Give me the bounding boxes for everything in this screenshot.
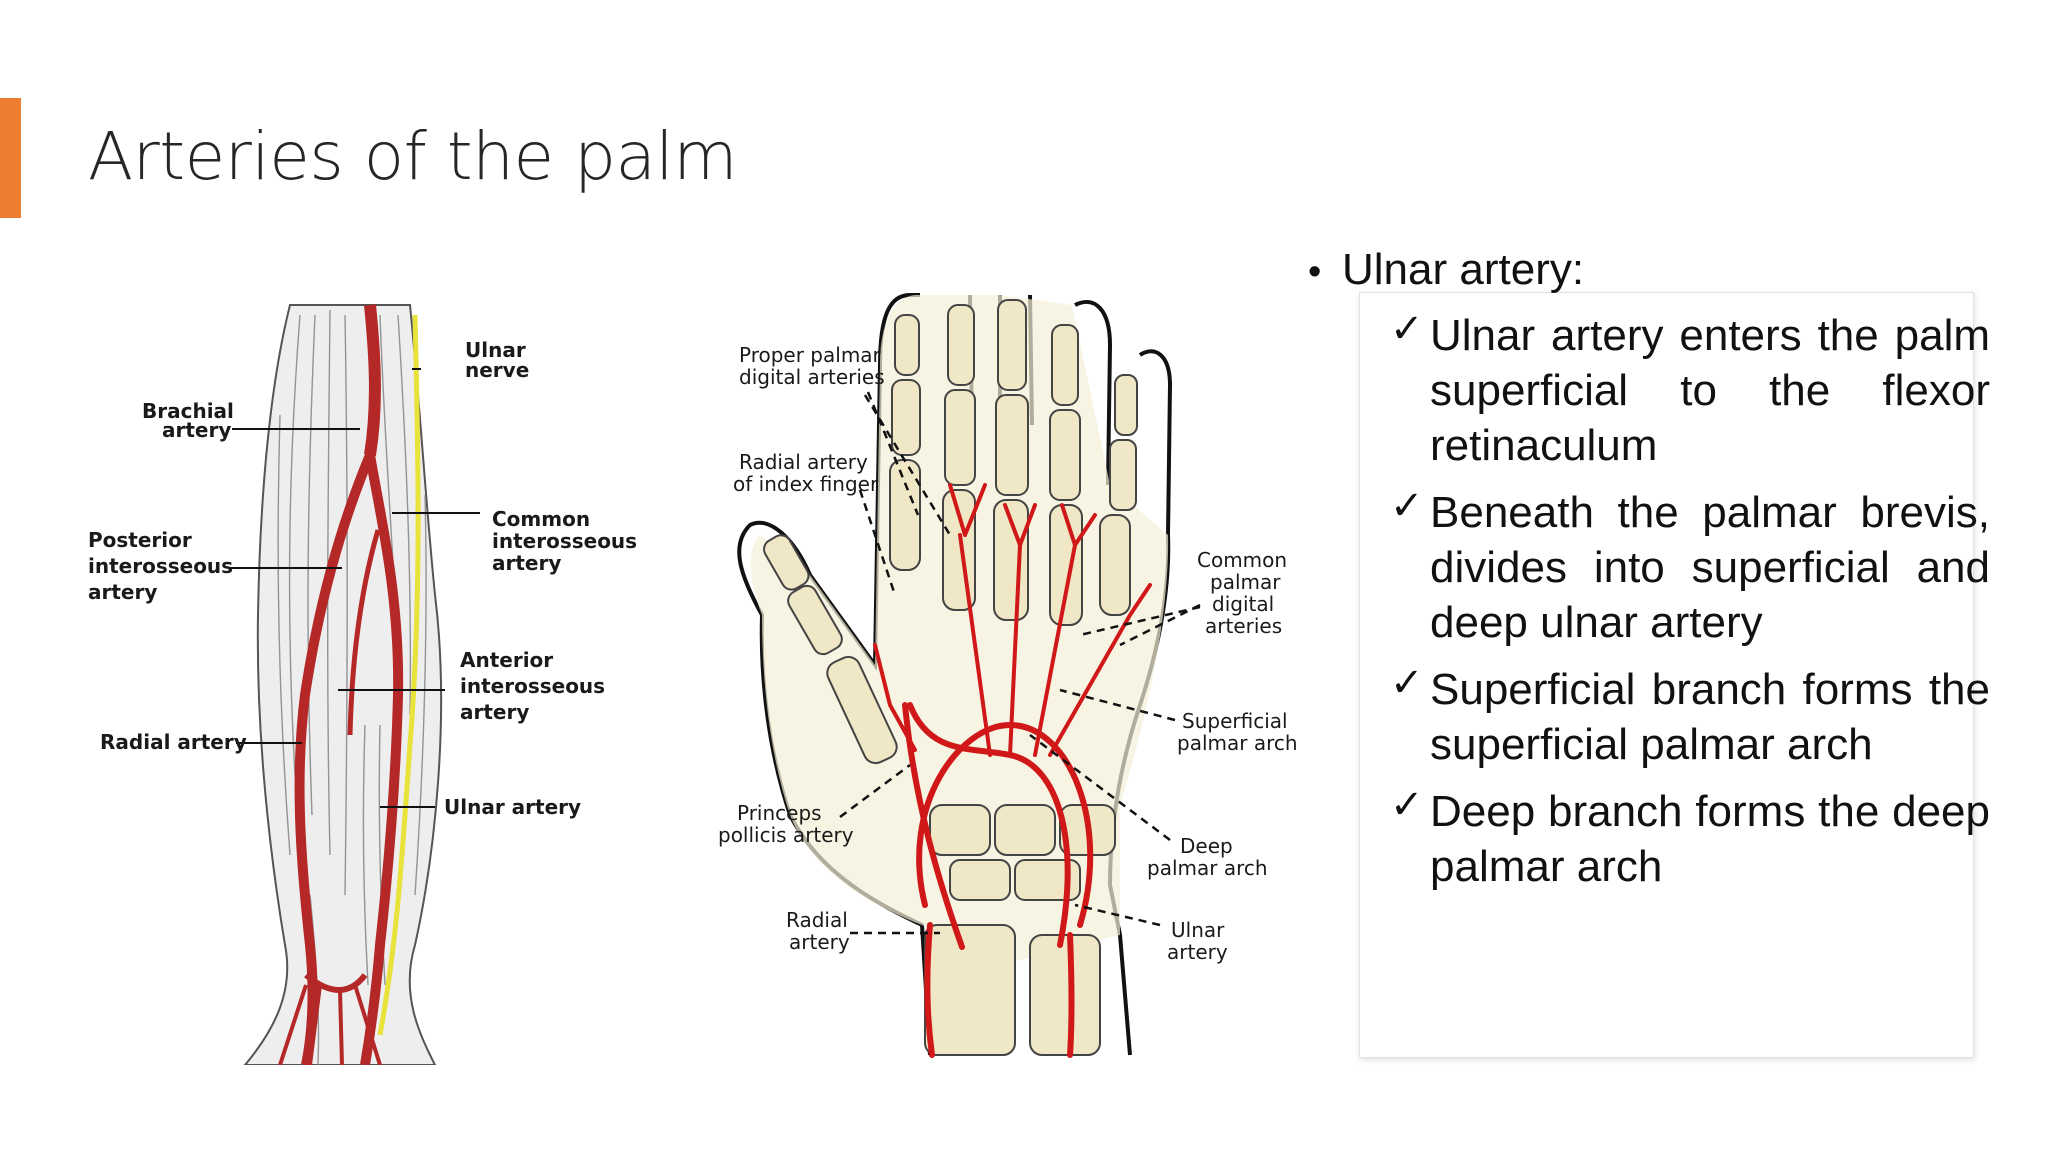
- label-princeps-2: pollicis artery: [718, 823, 854, 847]
- label-proper-2: digital arteries: [739, 365, 885, 389]
- label-anterior-2: interosseous: [460, 674, 605, 698]
- check-item: ✓ Deep branch forms the deep palmar arch: [1390, 783, 1990, 894]
- accent-bar: [0, 98, 21, 218]
- hand-figure: Proper palmar digital arteries Radial ar…: [700, 285, 1320, 1065]
- label-radial-1: Radial: [786, 908, 848, 932]
- label-brachial-1: Brachial: [142, 399, 234, 423]
- label-radial-artery: Radial artery: [100, 730, 247, 754]
- label-posterior-2: interosseous: [88, 554, 233, 578]
- check-item-text: Superficial branch forms the superficial…: [1430, 665, 1990, 769]
- check-item: ✓ Superficial branch forms the superfici…: [1390, 661, 1990, 772]
- label-anterior-3: artery: [460, 700, 529, 724]
- text-box: [1359, 292, 1974, 1058]
- bullet-heading: • Ulnar artery:: [1308, 245, 1584, 295]
- label-ulnar-nerve-2: nerve: [465, 358, 529, 382]
- check-item: ✓ Ulnar artery enters the palm superfici…: [1390, 307, 1990, 473]
- label-posterior-3: artery: [88, 580, 157, 604]
- label-superficial-1: Superficial: [1182, 709, 1288, 733]
- check-list: ✓ Ulnar artery enters the palm superfici…: [1390, 307, 1990, 906]
- label-princeps-1: Princeps: [737, 801, 822, 825]
- check-item-text: Ulnar artery enters the palm superficial…: [1430, 311, 1990, 470]
- label-radial-2: artery: [789, 930, 850, 954]
- bullet-heading-text: Ulnar artery:: [1342, 245, 1585, 294]
- label-anterior-1: Anterior: [460, 648, 553, 672]
- check-icon: ✓: [1390, 783, 1424, 827]
- label-common-1: Common: [492, 507, 590, 531]
- label-deep-1: Deep: [1180, 834, 1233, 858]
- label-deep-2: palmar arch: [1147, 856, 1268, 880]
- label-ulnar-1: Ulnar: [1171, 918, 1225, 942]
- check-icon: ✓: [1390, 661, 1424, 705]
- forearm-figure: Ulnar nerve Brachial artery Common inter…: [80, 295, 640, 1065]
- check-icon: ✓: [1390, 484, 1424, 528]
- check-icon: ✓: [1390, 307, 1424, 351]
- label-common-1: Common: [1197, 548, 1287, 572]
- label-ulnar-nerve-1: Ulnar: [465, 338, 526, 362]
- label-brachial-2: artery: [162, 418, 231, 442]
- label-common-2: palmar: [1210, 570, 1281, 594]
- label-ulnar-2: artery: [1167, 940, 1228, 964]
- bullet-dot: •: [1308, 251, 1322, 293]
- check-item: ✓ Beneath the palmar brevis, divides int…: [1390, 484, 1990, 650]
- label-posterior-1: Posterior: [88, 528, 192, 552]
- label-superficial-2: palmar arch: [1177, 731, 1298, 755]
- forearm-illustration: Ulnar nerve Brachial artery Common inter…: [88, 304, 637, 1065]
- check-item-text: Deep branch forms the deep palmar arch: [1430, 787, 1990, 891]
- label-common-4: arteries: [1205, 614, 1282, 638]
- label-radial-index-2: of index finger: [733, 472, 879, 496]
- label-common-2: interosseous: [492, 529, 637, 553]
- label-common-3: digital: [1212, 592, 1274, 616]
- label-ulnar-artery: Ulnar artery: [444, 795, 581, 819]
- label-common-3: artery: [492, 551, 561, 575]
- hand-illustration: Proper palmar digital arteries Radial ar…: [718, 293, 1298, 1058]
- label-radial-index-1: Radial artery: [739, 450, 868, 474]
- check-item-text: Beneath the palmar brevis, divides into …: [1430, 488, 1990, 647]
- label-proper-1: Proper palmar: [739, 343, 882, 367]
- slide-title: Arteries of the palm: [88, 118, 738, 195]
